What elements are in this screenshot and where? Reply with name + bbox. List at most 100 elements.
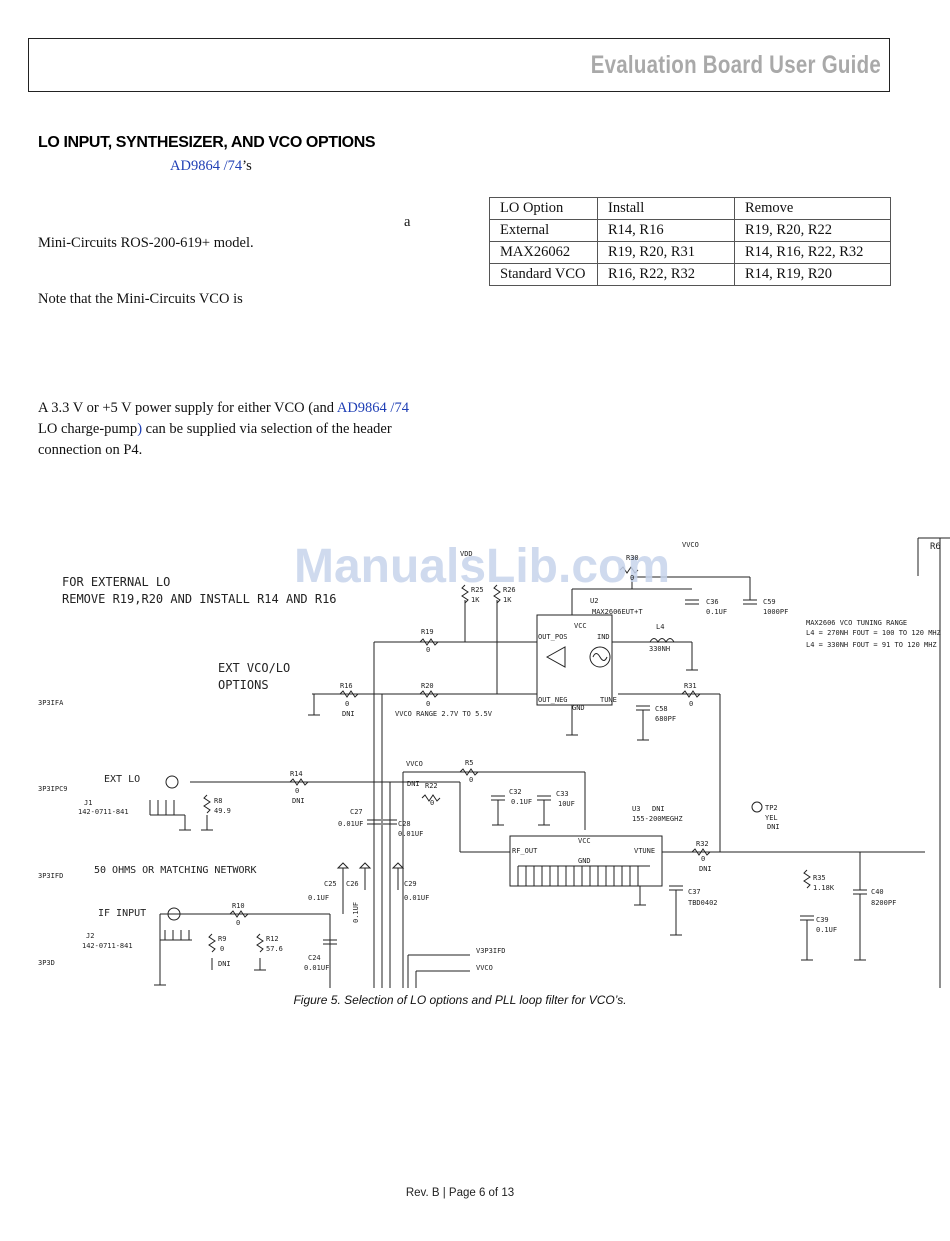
- table-cell: MAX26062: [489, 241, 598, 264]
- net-vvco: VVCO: [476, 964, 493, 972]
- table-cell: R14, R16, R22, R32: [734, 241, 891, 264]
- r26-label: R26: [503, 586, 516, 594]
- vvco-range-note: VVCO RANGE 2.7V TO 5.5V: [395, 710, 493, 718]
- r10-label: R10: [232, 902, 245, 910]
- net-label: 3P3IFD: [38, 872, 63, 880]
- c33-label: C33: [556, 790, 569, 798]
- r10-value: 0: [236, 919, 240, 927]
- r25-label: R25: [471, 586, 484, 594]
- r35-value: 1.18K: [813, 884, 835, 892]
- c24-label: C24: [308, 954, 321, 962]
- r5-value: 0: [469, 776, 473, 784]
- u2-out-neg: OUT_NEG: [538, 696, 568, 704]
- ext-vco-options-line-1: EXT VCO/LO: [218, 661, 290, 675]
- u2-gnd: GND: [572, 704, 585, 712]
- possessive-suffix: ’s: [242, 158, 252, 174]
- r16-dni: DNI: [342, 710, 355, 718]
- lo-options-table: LO Option Install Remove External R14, R…: [489, 197, 891, 286]
- r22-dni: DNI: [407, 780, 420, 788]
- vvco-mid: VVCO: [406, 760, 423, 768]
- power-paragraph-line-1: A 3.3 V or +5 V power supply for either …: [38, 398, 409, 419]
- ad9864-link-2[interactable]: AD9864 /74: [336, 400, 409, 416]
- power-paragraph-line-3: connection on P4.: [38, 442, 143, 458]
- r20-label: R20: [421, 682, 434, 690]
- vvco-top: VVCO: [682, 541, 699, 549]
- r30-label: R30: [626, 554, 639, 562]
- note-external-lo-line-1: FOR EXTERNAL LO: [62, 575, 170, 589]
- r32-label: R32: [696, 840, 709, 848]
- r26-value: 1K: [503, 596, 512, 604]
- u2-tune: TUNE: [600, 696, 617, 704]
- c32-label: C32: [509, 788, 522, 796]
- c28-label: C28: [398, 820, 411, 828]
- u2-part: MAX2606EUT+T: [592, 608, 643, 616]
- net-label: 3P3D: [38, 959, 55, 967]
- c27-value: 0.01UF: [338, 820, 363, 828]
- table-cell: Standard VCO: [489, 263, 598, 286]
- vco-schematic: ManualsLib.com FOR EXTERNAL LO REMOVE R1…: [38, 537, 950, 988]
- u3-gnd: GND: [578, 857, 591, 865]
- r9-label: R9: [218, 935, 226, 943]
- table-cell: R19, R20, R31: [597, 241, 735, 264]
- page-footer: Rev. B | Page 6 of 13: [405, 1187, 515, 1199]
- r14-value: 0: [295, 787, 299, 795]
- body-note: Note that the Mini-Circuits VCO is: [38, 291, 243, 307]
- ad9864-link[interactable]: AD9864 /74: [170, 158, 243, 174]
- r12-label: R12: [266, 935, 279, 943]
- r30-value: 0: [630, 574, 634, 582]
- c25-label: C25: [324, 880, 337, 888]
- r35-label: R35: [813, 874, 826, 882]
- j2-part: 142-0711-841: [82, 942, 133, 950]
- c36-label: C36: [706, 598, 719, 606]
- r31-value: 0: [689, 700, 693, 708]
- c24-value: 0.01UF: [304, 964, 329, 972]
- r31-label: R31: [684, 682, 697, 690]
- note-external-lo-line-2: REMOVE R19,R20 AND INSTALL R14 AND R16: [62, 592, 337, 606]
- table-header-row: LO Option Install Remove: [489, 197, 891, 220]
- page-header: Evaluation Board User Guide: [28, 38, 890, 92]
- c26-label: C26: [346, 880, 359, 888]
- c28-value: 0.01UF: [398, 830, 423, 838]
- u3-rf-out: RF_OUT: [512, 847, 538, 855]
- c29-label: C29: [404, 880, 417, 888]
- tuning-line-2: L4 = 330NH FOUT = 91 TO 120 MHZ: [806, 641, 937, 649]
- table-cell: R14, R16: [597, 219, 735, 242]
- tuning-line-1: L4 = 270NH FOUT = 100 TO 120 MHZ: [806, 629, 941, 637]
- l4-label: L4: [656, 623, 664, 631]
- table-cell: External: [489, 219, 598, 242]
- r19-label: R19: [421, 628, 434, 636]
- c27-label: C27: [350, 808, 363, 816]
- r5-label: R5: [465, 759, 473, 767]
- figure-caption: Figure 5. Selection of LO options and PL…: [293, 993, 627, 1007]
- table-row: External R14, R16 R19, R20, R22: [489, 219, 891, 242]
- para-text-1: A 3.3 V or +5 V power supply for either …: [38, 400, 337, 416]
- tp2-dni: DNI: [767, 823, 780, 831]
- c40-label: C40: [871, 888, 884, 896]
- ext-vco-options-line-2: OPTIONS: [218, 678, 269, 692]
- tp2-value: YEL: [765, 814, 778, 822]
- table-row: MAX26062 R19, R20, R31 R14, R16, R22, R3…: [489, 241, 891, 264]
- c58-value: 680PF: [655, 715, 676, 723]
- c59-label: C59: [763, 598, 776, 606]
- c58-label: C58: [655, 705, 668, 713]
- table-header-cell: LO Option: [489, 197, 598, 220]
- u2-out-pos: OUT_POS: [538, 633, 568, 641]
- l4-value: 330NH: [649, 645, 670, 653]
- table-row: Standard VCO R16, R22, R32 R14, R19, R20: [489, 263, 891, 286]
- c26-value: 0.1UF: [352, 902, 360, 923]
- table-cell: R19, R20, R22: [734, 219, 891, 242]
- r19-value: 0: [426, 646, 430, 654]
- table-header-cell: Remove: [734, 197, 891, 220]
- r22-label: R22: [425, 782, 438, 790]
- table-cell: R16, R22, R32: [597, 263, 735, 286]
- c32-value: 0.1UF: [511, 798, 532, 806]
- c40-value: 8200PF: [871, 899, 896, 907]
- r32-dni: DNI: [699, 865, 712, 873]
- r8-value: 49.9: [214, 807, 231, 815]
- r22-value: 0: [430, 799, 434, 807]
- u3-part: 155-200MEGHZ: [632, 815, 683, 823]
- c39-value: 0.1UF: [816, 926, 837, 934]
- tuning-title: MAX2606 VCO TUNING RANGE: [806, 619, 907, 627]
- body-line-2: Mini-Circuits ROS-200-619+ model.: [38, 235, 254, 251]
- u3-dni: DNI: [652, 805, 665, 813]
